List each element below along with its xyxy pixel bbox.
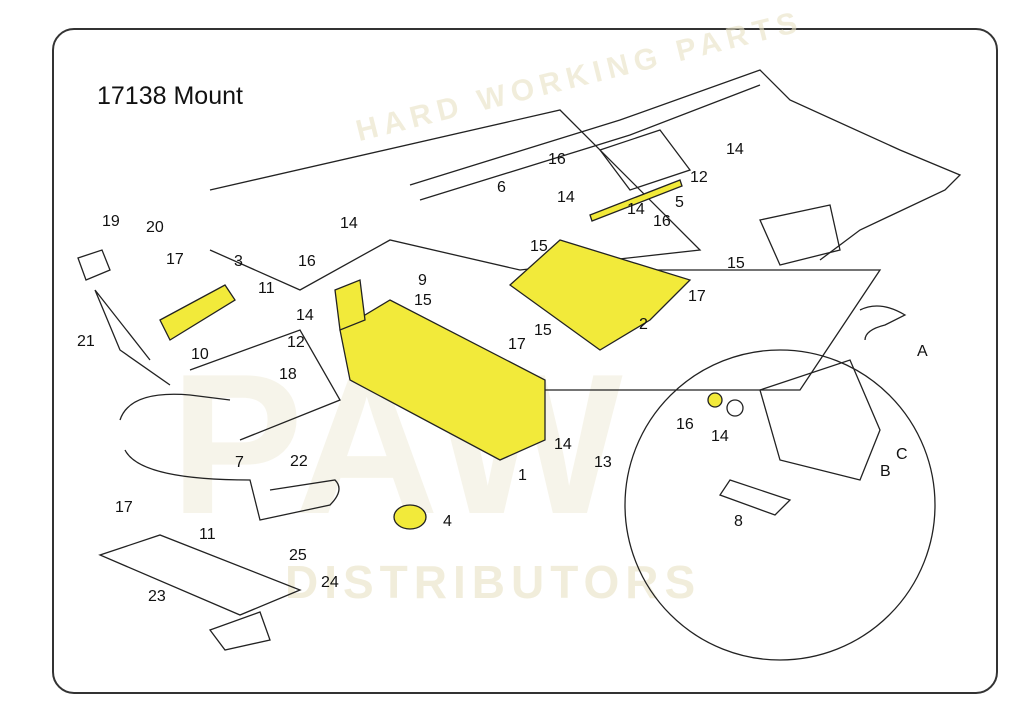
callout-label: 16 — [653, 213, 671, 230]
callout-label: 14 — [726, 141, 744, 158]
part-23-base — [98, 534, 302, 651]
callout-label: C — [896, 446, 908, 463]
diagram-frame — [52, 28, 998, 694]
part-1-receiver — [339, 299, 546, 461]
callout-label: 4 — [443, 513, 452, 530]
callout-label: 17 — [166, 251, 184, 268]
part-22-tube — [119, 393, 340, 521]
part-19-bracket — [77, 249, 171, 386]
callout-label: 25 — [289, 547, 307, 564]
callout-label: 17 — [115, 499, 133, 516]
watermark-bottom: DISTRIBUTORS — [285, 556, 702, 608]
callout-label: 20 — [146, 219, 164, 236]
callout-label: 6 — [497, 179, 506, 196]
callout-label: B — [880, 463, 891, 480]
callout-label: 7 — [235, 454, 244, 471]
callout-label: 15 — [727, 255, 745, 272]
callout-label: 18 — [279, 366, 297, 383]
callout-label: 12 — [287, 334, 305, 351]
callout-label: 22 — [290, 453, 308, 470]
part-A-hook — [859, 305, 907, 341]
part-3-arm — [159, 284, 236, 341]
callout-label: 9 — [418, 272, 427, 289]
callout-label: 17 — [508, 336, 526, 353]
detail-callout-circle — [624, 349, 936, 661]
callout-label: 17 — [688, 288, 706, 305]
callout-label: 12 — [690, 169, 708, 186]
callout-label: 15 — [534, 322, 552, 339]
part-5-pin — [589, 179, 683, 222]
callout-label: 1 — [518, 467, 527, 484]
callout-label: 14 — [711, 428, 729, 445]
vehicle-frame-rails — [189, 69, 962, 441]
callout-label: 11 — [258, 280, 275, 297]
detail-receiver — [759, 359, 881, 481]
callout-label: 14 — [627, 201, 645, 218]
highlighted-parts — [159, 179, 692, 530]
callout-label: 19 — [102, 213, 120, 230]
callout-label: 15 — [414, 292, 432, 309]
callout-label: 14 — [340, 215, 358, 232]
part-8-pin — [719, 479, 792, 516]
callout-label: 8 — [734, 513, 743, 530]
page-title: 17138 Mount — [97, 82, 243, 110]
callout-label: 24 — [321, 574, 339, 591]
callout-label: 14 — [557, 189, 575, 206]
callout-label: 23 — [148, 588, 166, 605]
callout-label: 10 — [191, 346, 209, 363]
callout-label: 14 — [554, 436, 572, 453]
callout-label: 13 — [594, 454, 612, 471]
callout-label: 21 — [77, 333, 95, 350]
callout-label: 15 — [530, 238, 548, 255]
callout-label: 16 — [298, 253, 316, 270]
callout-label: 11 — [199, 526, 216, 543]
callout-label: 14 — [296, 307, 314, 324]
callout-label: 16 — [676, 416, 694, 433]
part-2-bracket — [508, 239, 692, 351]
part-4-cylinder — [393, 504, 427, 530]
callout-label: 2 — [639, 316, 648, 333]
callout-label: 5 — [675, 194, 684, 211]
callout-label: A — [917, 343, 928, 360]
callout-label: 3 — [234, 253, 243, 270]
callout-label: 16 — [548, 151, 566, 168]
